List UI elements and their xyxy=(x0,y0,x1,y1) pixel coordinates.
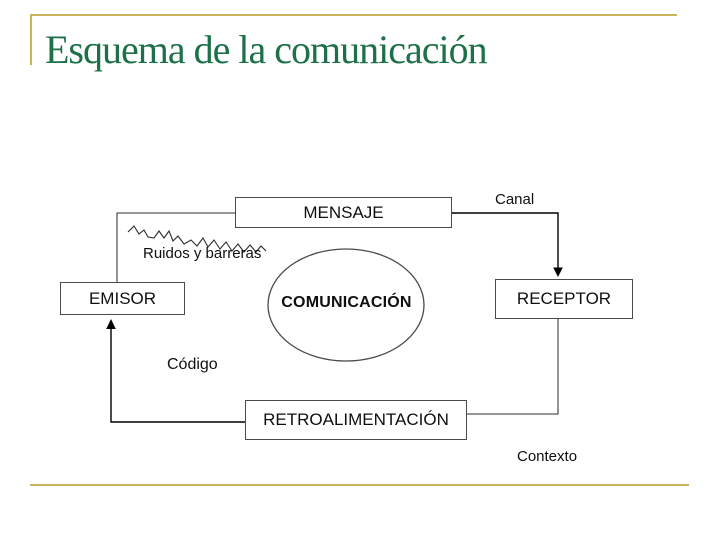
label-contexto: Contexto xyxy=(517,448,578,465)
title-underline-horizontal xyxy=(30,14,677,16)
noise-squiggle-line xyxy=(127,225,267,253)
connector-retroalimentacion-to-emisor xyxy=(110,327,245,423)
ellipse-label-comunicacion: COMUNICACIÓN xyxy=(281,294,412,311)
title-underline-vertical xyxy=(30,14,32,65)
feedback-arrowhead-up-icon xyxy=(106,319,116,329)
box-emisor-label: EMISOR xyxy=(88,288,157,308)
connector-canal-arrow-line xyxy=(452,212,559,270)
footer-rule xyxy=(30,484,689,486)
label-codigo: Código xyxy=(167,356,218,373)
box-retroalimentacion: RETROALIMENTACIÓN xyxy=(245,400,467,440)
connector-receptor-to-retroalimentacion xyxy=(467,319,559,415)
communication-ellipse xyxy=(267,248,425,362)
box-receptor: RECEPTOR xyxy=(495,279,633,319)
box-emisor: EMISOR xyxy=(60,282,185,315)
box-mensaje: MENSAJE xyxy=(235,197,452,228)
canal-arrowhead-down-icon xyxy=(553,267,563,277)
box-retroalimentacion-label: RETROALIMENTACIÓN xyxy=(263,410,449,429)
label-ruidos-y-barreras: Ruidos y barreras xyxy=(143,245,262,262)
box-mensaje-label: MENSAJE xyxy=(303,202,384,222)
slide-title: Esquema de la comunicación xyxy=(45,27,488,72)
box-receptor-label: RECEPTOR xyxy=(516,289,612,308)
connector-mensaje-to-emisor xyxy=(116,212,235,282)
label-canal: Canal xyxy=(495,191,535,208)
